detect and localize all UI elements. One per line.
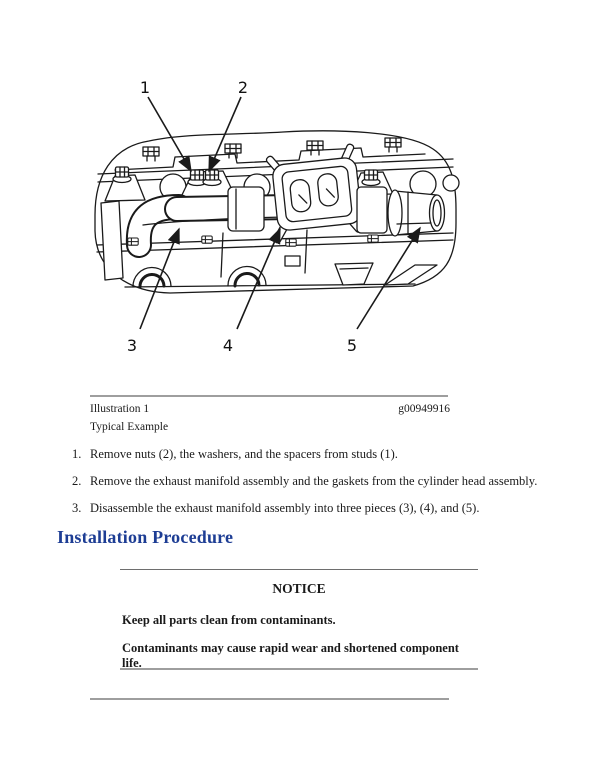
exhaust-manifold-drawing: 1 2 3 4 5 [94,78,460,355]
callout-4-label: 4 [223,336,233,355]
illustration-code: g00949916 [398,403,450,415]
notice-box: NOTICE Keep all parts clean from contami… [120,569,478,670]
caption-divider [90,395,448,397]
notice-line-1: Keep all parts clean from contaminants. [122,613,336,627]
step-item-3: 3. Disassemble the exhaust manifold assem… [72,501,554,517]
illustration-subcaption: Typical Example [90,421,169,433]
step-number: 1. [72,447,82,461]
callout-leader-lines [139,96,421,330]
engine-line-art [94,130,460,294]
callout-5-label: 5 [347,336,357,355]
step-item-1: 1. Remove nuts (2), the washers, and the … [72,447,554,463]
callout-1-label: 1 [140,78,150,97]
callout-2-label: 2 [238,78,248,97]
section-heading: Installation Procedure [57,527,234,547]
illustration-figure: 1 2 3 4 5 [85,73,465,365]
illustration-caption: Illustration 1 g00949916 [90,403,450,415]
bottom-divider [90,698,449,700]
notice-line-2: Contaminants may cause rapid wear and sh… [122,641,459,670]
illustration-label: Illustration 1 [90,403,150,415]
step-text: Disassemble the exhaust manifold assembl… [90,501,480,515]
notice-title: NOTICE [272,581,326,596]
step-number: 2. [72,474,82,488]
callout-3-label: 3 [127,336,137,355]
step-number: 3. [72,501,82,515]
step-item-2: 2. Remove the exhaust manifold assembly a… [72,474,554,490]
step-text: Remove nuts (2), the washers, and the sp… [90,447,398,461]
step-text: Remove the exhaust manifold assembly and… [90,474,538,488]
